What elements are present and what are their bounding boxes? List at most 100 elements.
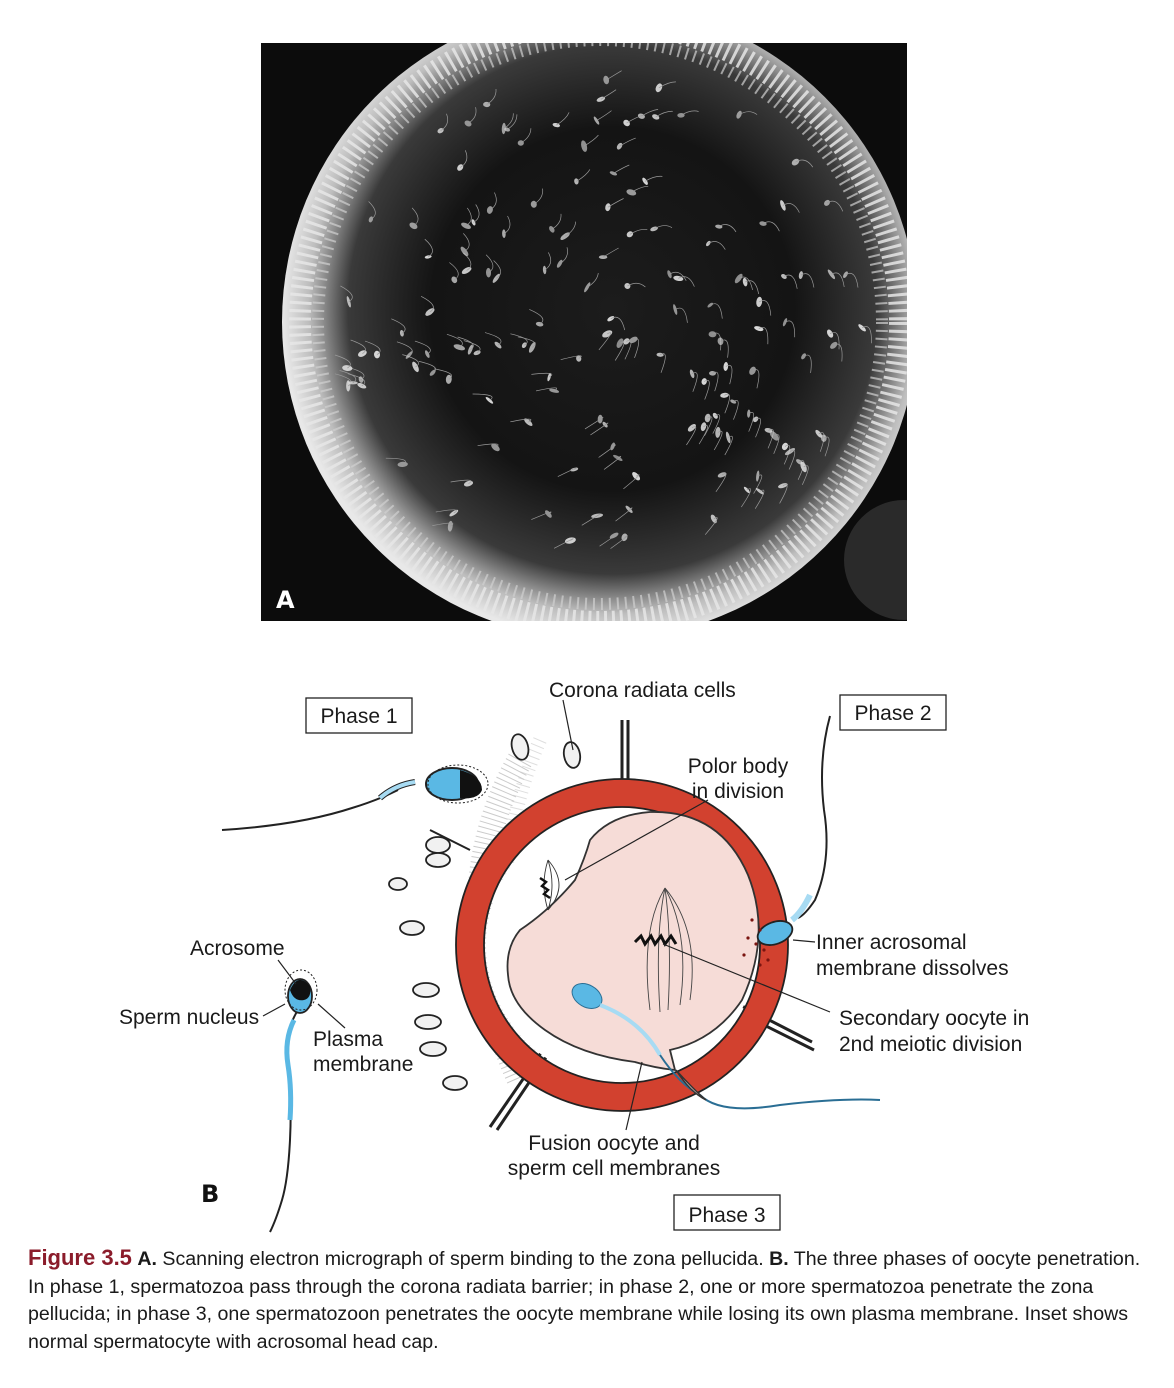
svg-text:Phase 3: Phase 3: [688, 1204, 765, 1227]
sperm-head: [623, 119, 630, 127]
sperm-tail: [691, 372, 698, 392]
sperm-tail: [758, 326, 769, 345]
sperm-tail: [576, 169, 591, 182]
sperm-tail: [624, 339, 632, 360]
sperm-tail: [510, 333, 528, 346]
sperm-tail: [484, 332, 502, 346]
sperm-tail: [644, 175, 663, 182]
sperm-tail: [783, 444, 791, 465]
sperm-tail: [339, 370, 357, 384]
sperm-tail: [440, 113, 449, 132]
sperm-tail: [600, 89, 617, 100]
label-secondary-1: Secondary oocyte in: [839, 1007, 1029, 1030]
label-inner-2: membrane dissolves: [816, 957, 1009, 980]
sperm-tail: [752, 369, 760, 389]
sperm-head: [549, 226, 555, 233]
sperm-tail: [861, 326, 872, 344]
sperm-tail: [350, 339, 366, 354]
sperm-tail: [486, 88, 497, 105]
sperm-tail: [744, 280, 760, 295]
label-inner-1: Inner acrosomal: [816, 931, 967, 954]
phase-3-box: Phase 3: [673, 1194, 781, 1231]
sperm-tail: [713, 430, 723, 451]
panel-b-letter: B: [201, 1180, 219, 1208]
leader-lines: [262, 699, 831, 1131]
label-plasma-2: membrane: [313, 1053, 413, 1076]
sperm-tail: [340, 285, 353, 303]
sperm-head: [655, 83, 663, 93]
sperm-tail: [753, 474, 763, 494]
sperm-tail: [712, 414, 721, 434]
sperm-head: [549, 388, 560, 393]
sperm-tail: [529, 309, 544, 325]
sperm-tail: [718, 224, 737, 233]
sperm-tail: [583, 134, 599, 147]
sperm-tail: [414, 340, 431, 355]
sperm-tail: [708, 241, 726, 250]
sperm-tail: [506, 114, 518, 130]
sperm-tail: [712, 371, 719, 392]
sperm-tail: [587, 273, 599, 288]
sperm-tail: [755, 417, 761, 438]
sperm-tail: [669, 271, 687, 281]
svg-text:Phase 2: Phase 2: [854, 702, 931, 725]
sperm-tail: [435, 509, 457, 514]
sperm-tail: [795, 159, 814, 168]
sperm-tail: [517, 336, 536, 348]
secondary-oocyte: [506, 811, 760, 1072]
sperm-tail: [720, 339, 729, 358]
sperm-tail: [659, 353, 666, 373]
sperm-tail: [391, 318, 406, 334]
sperm-tail: [368, 201, 376, 220]
sperm-head: [756, 470, 760, 482]
sperm-tail: [627, 282, 646, 288]
sperm-tail: [725, 364, 733, 385]
sperm-tail: [411, 207, 419, 227]
sperm-tail: [449, 262, 459, 281]
sperm-tail: [489, 192, 497, 211]
sperm-tail: [782, 203, 800, 213]
sperm-tail: [759, 300, 772, 316]
sperm-head: [747, 409, 751, 418]
sperm-head: [502, 229, 506, 238]
sperm-tail: [520, 128, 532, 144]
penetration-diagram: Phase 1 Phase 2 Phase 3 Corona radiata c…: [119, 679, 1029, 1233]
sperm-tail: [704, 380, 710, 400]
sperm-tail: [724, 393, 730, 414]
sperm-tail: [472, 393, 493, 401]
sperm-tail: [536, 387, 558, 392]
sperm-tail: [710, 303, 723, 319]
sperm-tail: [602, 247, 619, 258]
sperm-head: [471, 219, 476, 226]
sperm-tail: [531, 372, 553, 378]
svg-text:Phase 1: Phase 1: [320, 705, 397, 728]
sperm-tail: [596, 110, 612, 121]
sperm-phase-1: [221, 764, 489, 831]
sperm-tail: [629, 229, 648, 235]
sperm-tail: [675, 307, 688, 323]
sperm-tail: [633, 338, 640, 359]
sperm-tail: [614, 341, 625, 361]
panel-a-letter: A: [276, 586, 295, 614]
sperm-tail: [467, 107, 477, 124]
phase-1-box: Phase 1: [305, 697, 413, 734]
chromosomes: [633, 933, 678, 947]
caption-a-label: A.: [137, 1248, 157, 1270]
micrograph-panel: A: [261, 43, 907, 621]
sperm-tail: [748, 412, 755, 432]
sperm-tail: [396, 341, 413, 356]
sperm-tail: [779, 484, 788, 504]
corona-fringe: [289, 43, 907, 621]
sperm-head: [734, 273, 743, 284]
corona-radiata-cells: [388, 733, 582, 1091]
sperm-tail: [465, 207, 472, 227]
sperm-tail: [754, 489, 765, 509]
sperm-tail: [418, 361, 436, 374]
sperm-tail: [503, 215, 511, 235]
label-acrosome: Acrosome: [190, 937, 285, 960]
sperm-tail: [653, 225, 673, 230]
sperm-tail: [533, 188, 544, 205]
sperm-tail: [556, 112, 570, 126]
sperm-head: [624, 283, 631, 289]
sperm-tail: [559, 247, 568, 265]
